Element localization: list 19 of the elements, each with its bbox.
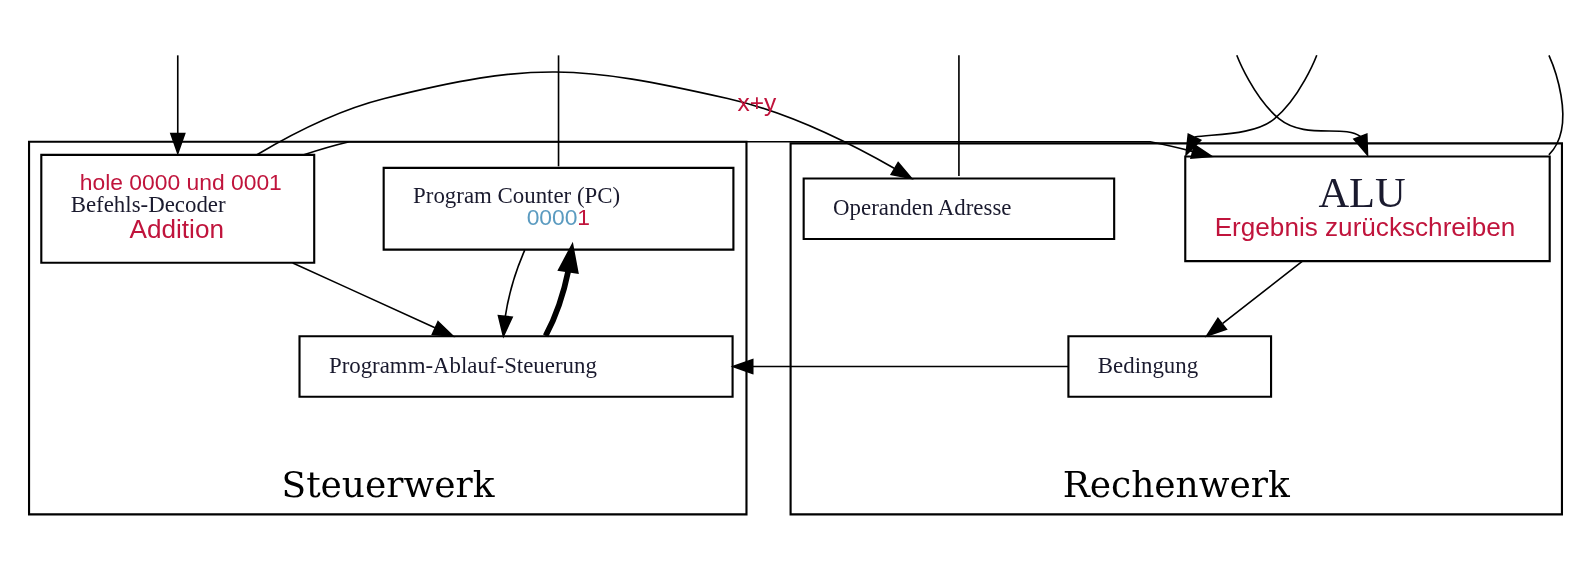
connector	[557, 54, 560, 167]
arrow	[291, 261, 456, 337]
arrow	[169, 54, 186, 156]
arrow	[1185, 53, 1318, 157]
node-box: Programm-Ablauf-Steuerung	[298, 334, 734, 398]
arrow	[497, 248, 526, 338]
node-box: hole 0000 und 0001 Befehls-Decoder Addition	[40, 153, 316, 264]
arrow	[730, 358, 1070, 374]
connector	[1548, 54, 1564, 156]
arrow	[303, 132, 1215, 159]
node-box: Bedingung	[1067, 334, 1273, 398]
node-box: Operanden Adresse	[802, 177, 1116, 240]
arrow	[543, 241, 579, 337]
connector	[958, 54, 960, 177]
arrow	[1235, 53, 1369, 157]
arrow	[1204, 260, 1303, 337]
node-box: ALU Ergebnis zurückschreiben	[1184, 154, 1551, 262]
arrow	[256, 70, 914, 180]
node-box: Program Counter (PC) 00001	[382, 166, 735, 251]
